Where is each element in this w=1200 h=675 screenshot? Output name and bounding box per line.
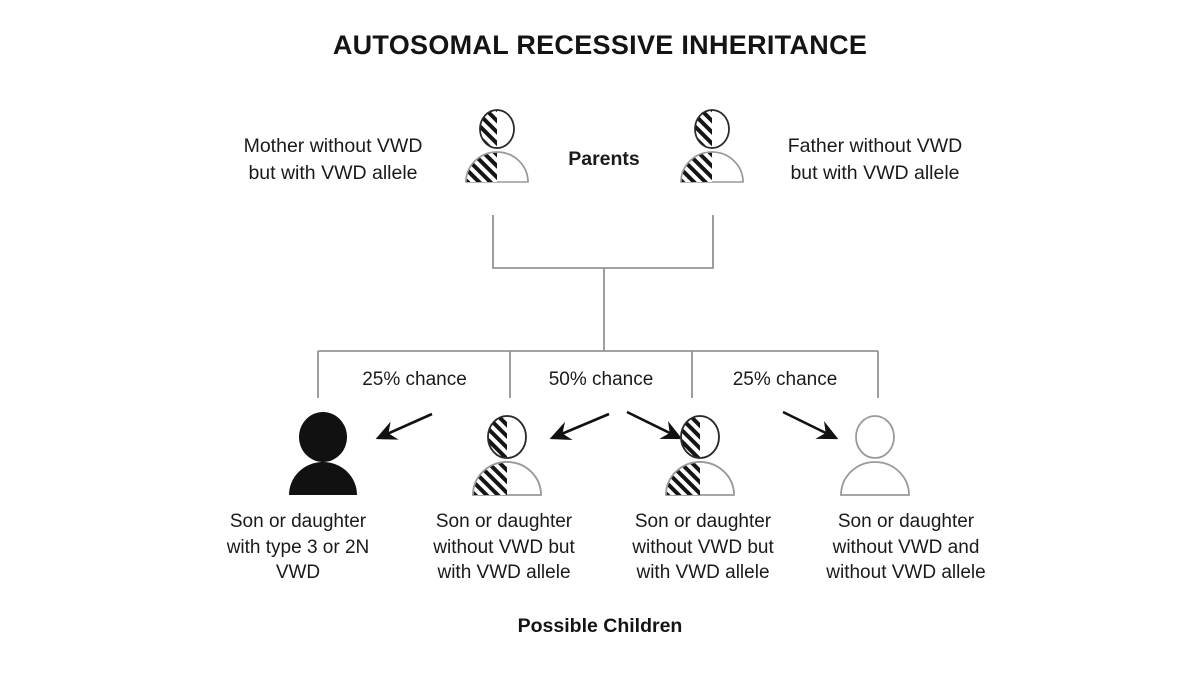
mother-label: Mother without VWD but with VWD allele	[243, 135, 423, 184]
page-title: AUTOSOMAL RECESSIVE INHERITANCE	[332, 30, 868, 60]
possible-children-label: Possible Children	[517, 615, 683, 637]
child-caption-4: Son or daughter without VWD and without …	[826, 511, 986, 583]
child-figure-unaffected	[840, 415, 910, 496]
arrow-group	[375, 410, 839, 441]
probability-label-3: 25% chance	[732, 369, 838, 390]
child-caption-1: Son or daughter with type 3 or 2N VWD	[226, 511, 370, 583]
arrow-down-left-2	[549, 412, 610, 441]
child-figure-carrier-2	[665, 415, 735, 496]
arrow-down-right-4	[782, 410, 839, 440]
children-connector-lines	[317, 350, 879, 398]
parent-connector-lines	[492, 215, 714, 351]
mother-figure	[465, 109, 529, 183]
probability-label-1: 25% chance	[362, 369, 467, 390]
parents-section-label: Parents	[568, 148, 640, 170]
arrow-down-right-3	[626, 410, 683, 440]
arrow-down-left-1	[375, 412, 433, 440]
child-figure-affected	[289, 412, 357, 495]
probability-label-2: 50% chance	[548, 369, 654, 390]
child-figure-carrier-1	[472, 415, 542, 496]
father-label: Father without VWD but with VWD allele	[787, 135, 963, 184]
child-caption-2: Son or daughter without VWD but with VWD…	[433, 511, 575, 583]
child-caption-3: Son or daughter without VWD but with VWD…	[632, 511, 774, 583]
